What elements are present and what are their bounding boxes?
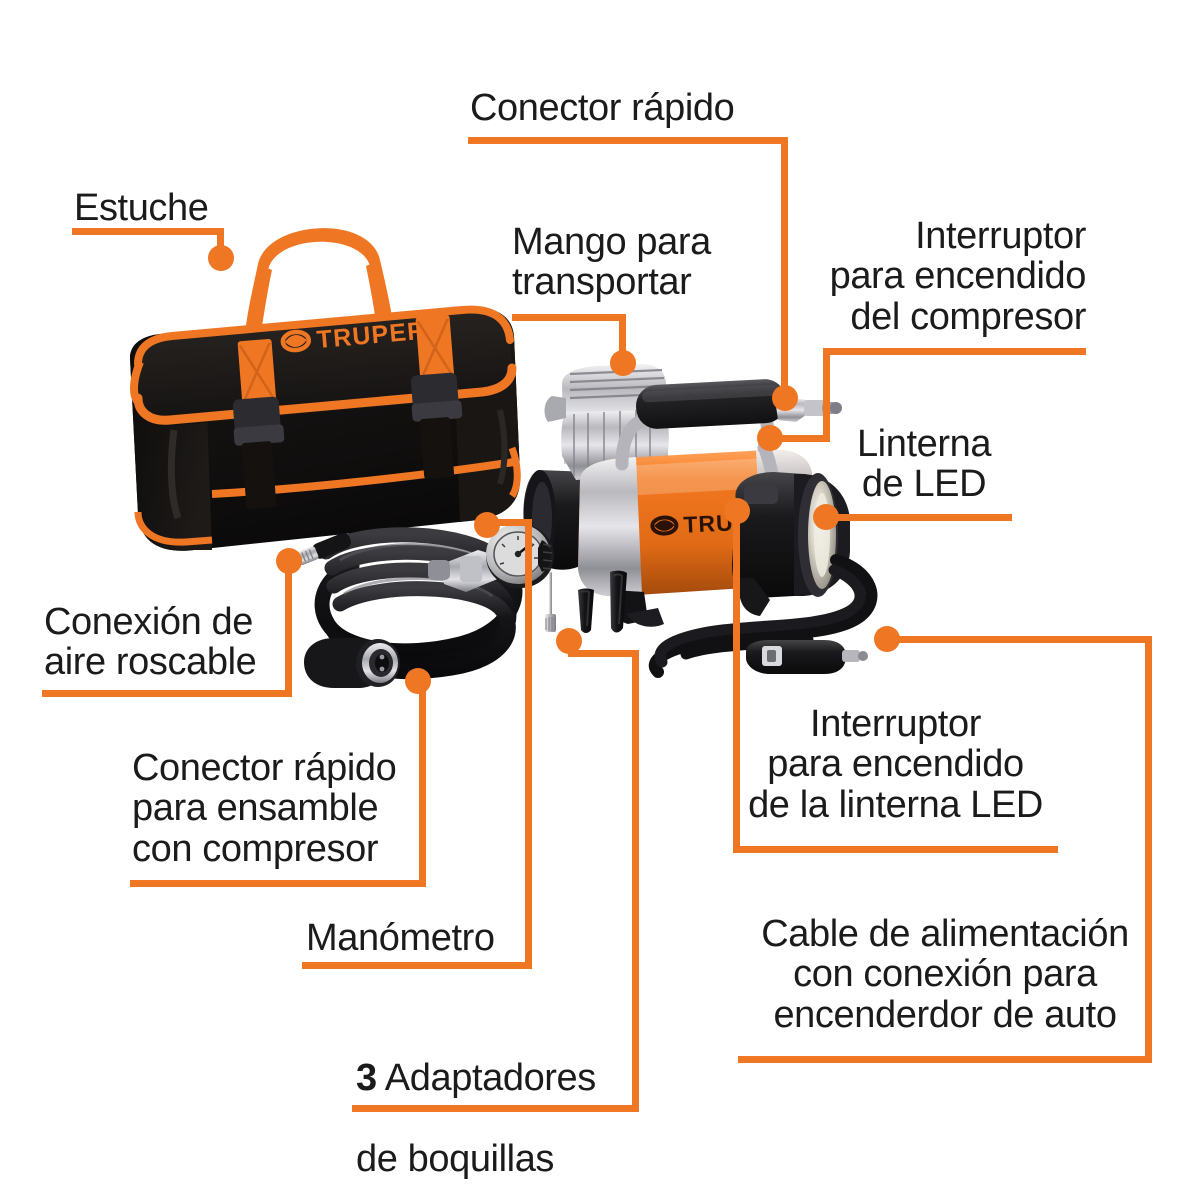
nozzle-adapters-image [538, 568, 648, 658]
adapters-line1-rest: Adaptadores [376, 1057, 597, 1100]
callout-label-manometro: Manómetro [306, 917, 495, 959]
leader-conector-h [468, 137, 788, 144]
dot-estuche [208, 245, 234, 271]
leader-linterna-h [826, 514, 1012, 521]
compressor-image: TRUPER [518, 352, 938, 692]
dot-interruptor-compresor [757, 425, 783, 451]
leader-adapt-h1 [352, 1105, 639, 1112]
leader-estuche-h [72, 228, 224, 235]
callout-label-conexion-aire: Conexión de aire roscable [44, 601, 257, 684]
leader-int-comp-h1 [823, 348, 1086, 355]
leader-cable-h2 [890, 636, 1152, 643]
carrying-case-image: TRUPER [108, 212, 538, 572]
callout-label-adaptadores: 3 Adaptadores de boquillas [356, 1018, 596, 1179]
callout-label-conector-ensamble: Conector rápido para ensamble con compre… [132, 747, 397, 870]
dot-mango [610, 350, 636, 376]
leader-conexion-h [42, 690, 292, 697]
dot-conexion-aire [276, 548, 302, 574]
callout-label-cable-alimentacion: Cable de alimentación con conexión para … [761, 913, 1129, 1036]
leader-int-comp-v [823, 348, 830, 442]
leader-conexion-v [285, 570, 292, 697]
leader-int-lint-h [733, 846, 1058, 853]
leader-manometro-v [525, 522, 532, 968]
dot-manometro [474, 512, 500, 538]
leader-mango-v [619, 314, 626, 358]
callout-label-linterna-led: Linterna de LED [856, 423, 992, 506]
callout-label-conector-rapido: Conector rápido [470, 87, 735, 129]
leader-conector-v [781, 137, 788, 399]
callout-label-mango: Mango para transportar [512, 221, 711, 304]
leader-estuche-v [217, 228, 224, 256]
dot-adaptadores [556, 628, 582, 654]
leader-int-lint-v [733, 508, 740, 850]
dot-linterna-led [813, 504, 839, 530]
leader-manometro-h [302, 962, 532, 969]
leader-int-comp-h2 [772, 435, 830, 442]
adapters-count: 3 [356, 1057, 377, 1100]
dot-conector-ensamble [405, 668, 431, 694]
leader-ensamble-v [419, 678, 426, 886]
leader-manometro-h2 [487, 519, 532, 526]
dot-conector-rapido [772, 385, 798, 411]
callout-label-interruptor-compresor: Interruptor para encendido del compresor [829, 215, 1087, 338]
leader-adapt-h2 [568, 650, 639, 657]
leader-cable-h1 [738, 1056, 1152, 1063]
leader-mango-h [512, 314, 626, 321]
callout-label-interruptor-linterna: Interruptor para encendido de la lintern… [748, 703, 1043, 826]
dot-interruptor-linterna [724, 498, 750, 524]
adapters-line2: de boquillas [356, 1137, 555, 1180]
callout-label-estuche: Estuche [74, 187, 209, 229]
dot-cable-alimentacion [874, 626, 900, 652]
leader-ensamble-h [130, 880, 426, 887]
leader-cable-v [1145, 636, 1152, 1063]
leader-adapt-v [632, 650, 639, 1111]
